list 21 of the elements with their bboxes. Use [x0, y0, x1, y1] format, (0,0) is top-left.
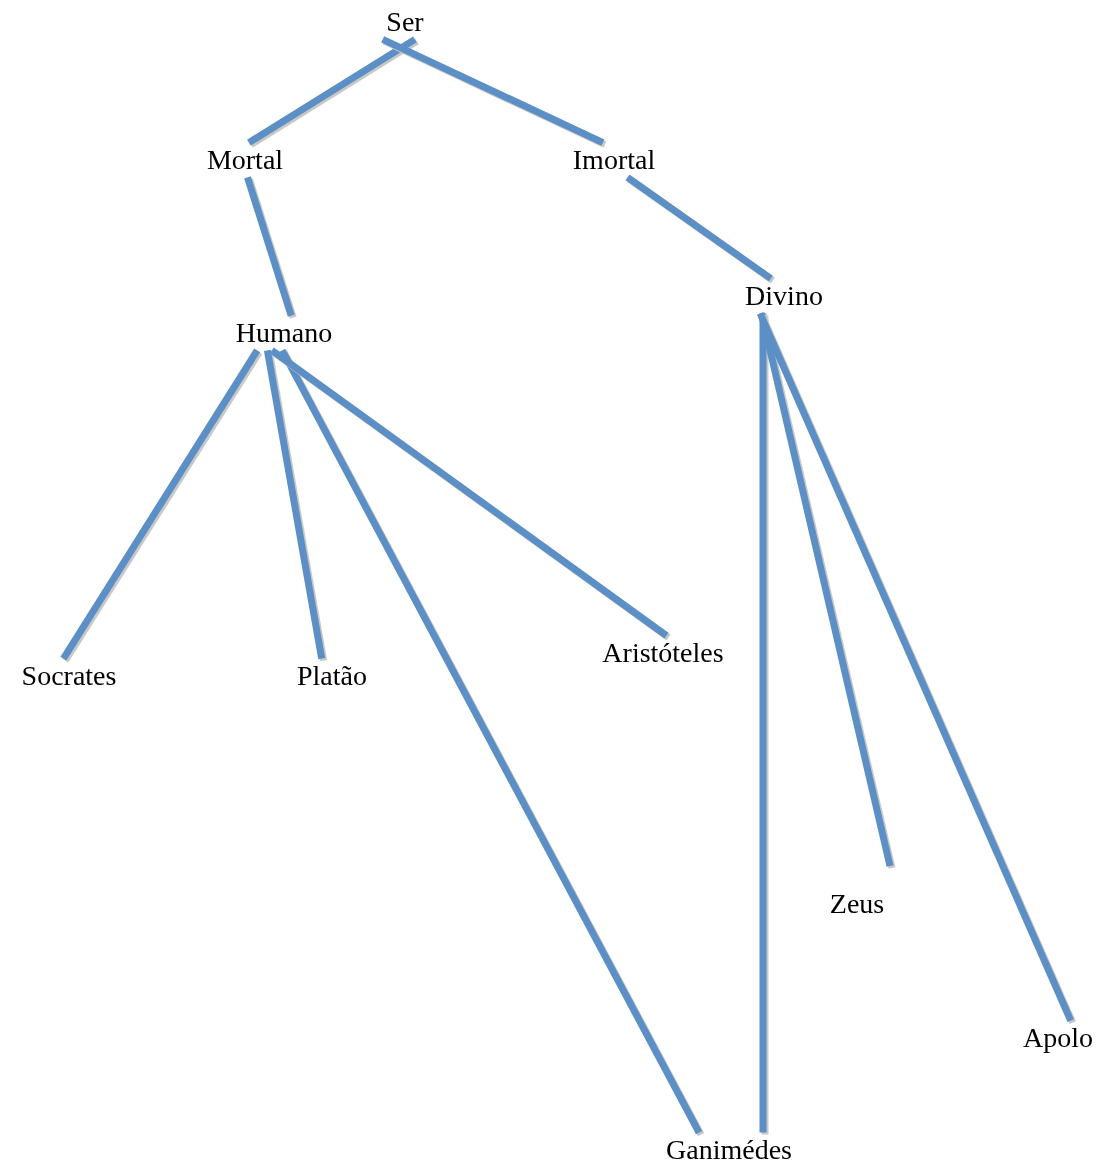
tree-node-label: Ganimédes [660, 1132, 798, 1168]
tree-node-label: Humano [229, 315, 339, 351]
tree-node-label: Platão [291, 658, 373, 694]
connector-line [381, 36, 605, 146]
tree-node-label: Ser [380, 4, 430, 40]
connector-line [263, 349, 326, 660]
connector-line [625, 174, 773, 282]
tree-node-label: Aristóteles [596, 635, 730, 671]
connector-line [60, 348, 261, 661]
tree-node-label: Zeus [823, 886, 891, 922]
connector-line [279, 348, 703, 1135]
tree-node-label: Socrates [15, 658, 123, 694]
connector-line [244, 176, 295, 317]
tree-node-label: Divino [739, 278, 829, 314]
connector-line [269, 347, 669, 639]
tree-node-label: Mortal [200, 142, 290, 178]
connector-line [756, 312, 1074, 1022]
connector-line [247, 36, 417, 146]
tree-node-label: Apolo [1017, 1020, 1099, 1056]
connector-line [758, 312, 894, 867]
tree-node-label: Imortal [566, 142, 662, 178]
